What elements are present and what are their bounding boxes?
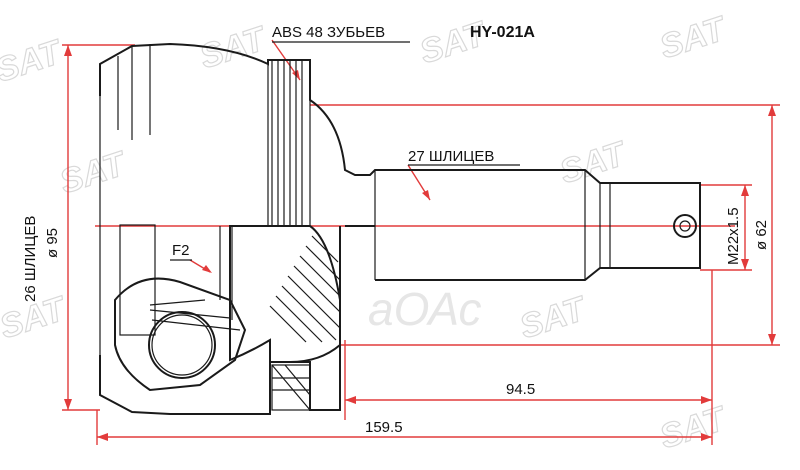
- watermark-brand: аОАс: [368, 283, 482, 335]
- watermark-layer: SAT SAT SAT SAT SAT SAT SAT SAT SAT аОАс: [0, 8, 733, 457]
- hatched-section: [229, 225, 341, 411]
- watermark-sat: SAT: [0, 32, 68, 89]
- outer-splines-label: 27 ШЛИЦЕВ: [408, 148, 494, 165]
- watermark-sat: SAT: [515, 289, 592, 346]
- watermark-sat: SAT: [55, 144, 132, 201]
- watermark-sat: SAT: [415, 14, 492, 71]
- thread-hole: [673, 214, 697, 238]
- abs-ring-teeth: [271, 60, 303, 226]
- inner-splines-label: 26 ШЛИЦЕВ: [22, 216, 39, 302]
- dimension-lines: [62, 39, 780, 445]
- diameter-95-label: ø 95: [44, 228, 61, 258]
- length-94-label: 94.5: [506, 381, 535, 398]
- labels: HY-021A ABS 48 ЗУБЬЕВ 27 ШЛИЦЕВ F2 94.5 …: [22, 24, 770, 436]
- f2-label: F2: [172, 242, 190, 259]
- diameter-62-label: ø 62: [753, 220, 770, 250]
- part-number: HY-021A: [470, 24, 535, 41]
- length-159-label: 159.5: [365, 419, 403, 436]
- watermark-sat: SAT: [655, 399, 732, 456]
- ball-bearing: [148, 311, 216, 379]
- thread-label: M22x1.5: [725, 207, 742, 265]
- watermark-sat: SAT: [655, 9, 732, 66]
- abs-label: ABS 48 ЗУБЬЕВ: [272, 24, 385, 41]
- cv-joint-body: [99, 42, 701, 415]
